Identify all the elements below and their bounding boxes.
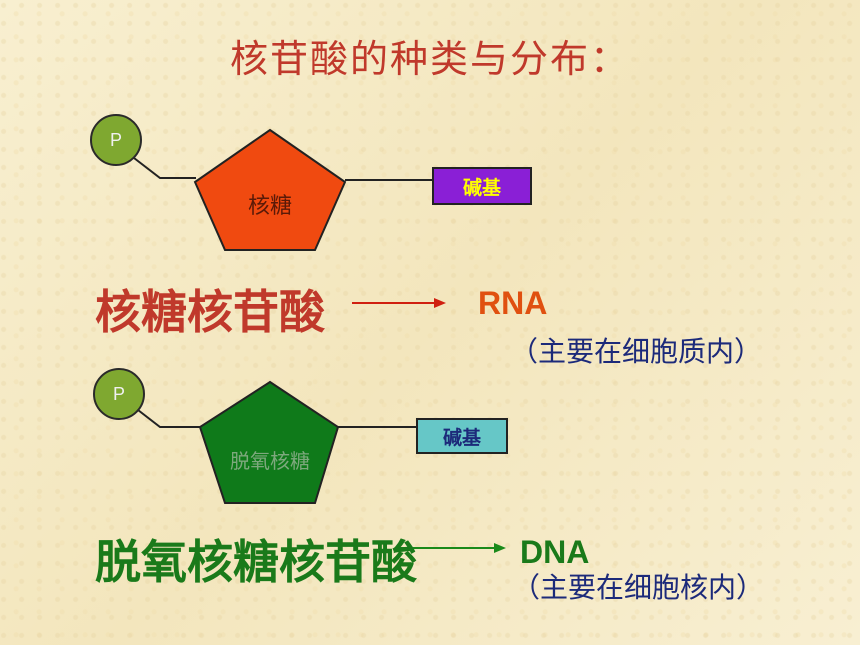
- slide-title: 核苷酸的种类与分布：: [229, 37, 630, 81]
- rna-location: （主要在细胞质内）: [510, 335, 763, 368]
- dna-base-box: 碱基: [416, 418, 508, 454]
- rna-base-box: 碱基: [432, 167, 532, 205]
- dna-arrow-head: [494, 543, 506, 553]
- dna-phosphate-link: [137, 409, 200, 428]
- rna-nucleic-acid: RNA: [478, 285, 548, 321]
- rna-arrow-head: [434, 298, 446, 308]
- dna-location: （主要在细胞核内）: [512, 571, 765, 604]
- dna-sugar-pentagon: [198, 380, 340, 504]
- rna-phosphate-circle: P: [90, 114, 142, 166]
- dna-nucleotide-name: 脱氧核糖核苷酸: [95, 535, 417, 589]
- rna-nucleotide-name: 核糖核苷酸: [95, 285, 325, 339]
- rna-base-label: 碱基: [462, 177, 501, 199]
- dna-phosphate-label: P: [112, 383, 125, 404]
- dna-nucleic-acid: DNA: [520, 534, 590, 570]
- dna-phosphate-circle: P: [93, 368, 145, 420]
- rna-sugar-pentagon: [193, 128, 347, 251]
- rna-phosphate-link: [133, 157, 196, 179]
- rna-phosphate-label: P: [109, 129, 122, 150]
- dna-base-label: 碱基: [442, 427, 481, 449]
- dna-sugar-label: 脱氧核糖: [230, 449, 310, 473]
- rna-sugar-label: 核糖: [247, 194, 292, 219]
